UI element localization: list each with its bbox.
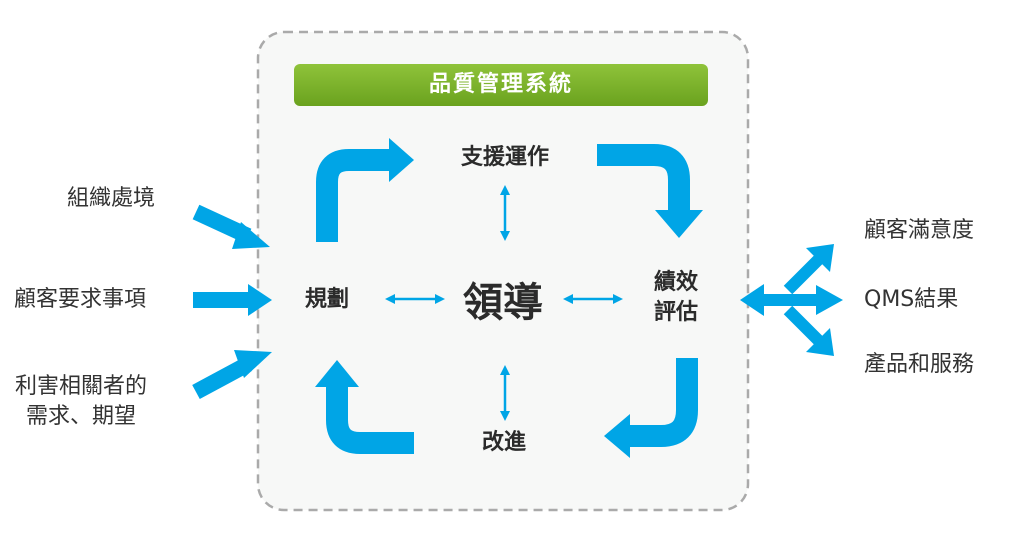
input-customer-requirements-label: 顧客要求事項 [14,287,147,312]
output-arrows [740,244,843,356]
input-stakeholders-line1: 利害相關者的 [15,374,148,399]
node-support-label: 支援運作 [460,145,549,170]
node-improvement-label: 改進 [481,430,526,455]
cycle-arrowhead-improve-to-plan [315,360,359,387]
node-evaluation-label: 績效 評估 [640,268,712,327]
node-planning-label: 規劃 [304,287,349,312]
cycle-arrow-plan-to-support [316,149,390,242]
node-evaluation-line1: 績效 [653,270,698,295]
input-context-label: 組織處境 [67,186,156,211]
core-connectors [385,185,623,421]
output-arrow-up [783,253,825,295]
output-products-services-label: 產品和服務 [864,352,975,377]
input-stakeholders-label: 利害相關者的 需求、期望 [15,372,147,431]
node-evaluation-line2: 評估 [653,299,698,325]
cycle-arrowhead-support-to-eval [655,210,703,238]
cycle-arrows [315,138,703,458]
output-satisfaction-label: 顧客滿意度 [864,218,975,243]
cycle-arrowhead-plan-to-support [389,138,414,182]
cycle-arrow-improve-to-plan [326,385,414,454]
output-arrow-down [783,305,825,347]
cycle-arrow-support-to-eval [597,144,690,212]
output-qms-results-label: QMS結果 [864,287,959,312]
system-title: 品質管理系統 [294,64,708,106]
input-arrow-stakeholders [192,356,252,400]
core-leadership-label: 領導 [463,280,543,326]
input-stakeholders-line2: 需求、期望 [26,403,137,429]
input-arrows [192,204,272,400]
cycle-arrow-eval-to-improve [628,358,698,447]
cycle-arrowhead-eval-to-improve [604,414,630,458]
